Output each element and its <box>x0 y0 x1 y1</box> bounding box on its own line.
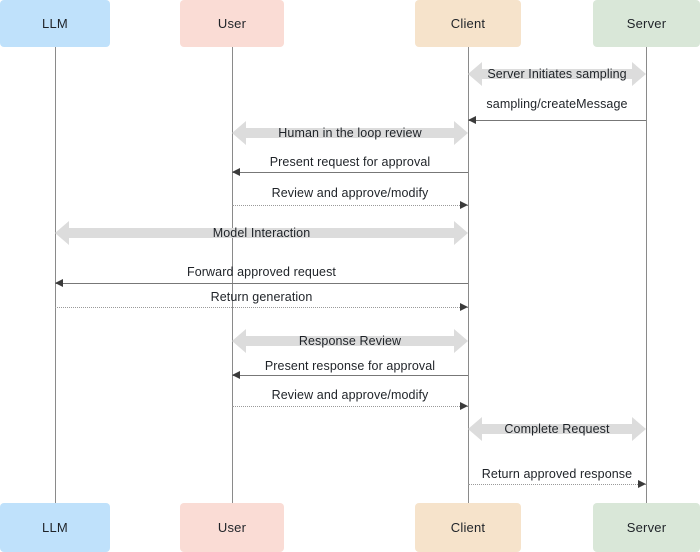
message-arrowhead-6 <box>55 279 63 287</box>
actor-box-user-bottom[interactable]: User <box>180 503 284 552</box>
actor-label-server: Server <box>626 16 667 31</box>
message-label-7: Return generation <box>210 290 313 304</box>
message-label-6: Forward approved request <box>186 265 337 279</box>
actor-box-llm-bottom[interactable]: LLM <box>0 503 110 552</box>
actor-box-client-bottom[interactable]: Client <box>415 503 521 552</box>
message-line-12 <box>468 484 646 485</box>
banner-11: Complete Request <box>468 417 646 441</box>
lifeline-server <box>646 47 647 503</box>
banner-8: Response Review <box>232 329 468 353</box>
message-label-12: Return approved response <box>481 467 633 481</box>
actor-box-user-top[interactable]: User <box>180 0 284 47</box>
banner-label-11: Complete Request <box>504 422 610 436</box>
message-line-1 <box>468 120 646 121</box>
actor-label-client: Client <box>450 16 486 31</box>
banner-5: Model Interaction <box>55 221 468 245</box>
lifeline-user <box>232 47 233 503</box>
message-line-9 <box>232 375 468 376</box>
actor-box-server-bottom[interactable]: Server <box>593 503 700 552</box>
banner-label-5: Model Interaction <box>212 226 311 240</box>
banner-arrow-icon <box>468 417 646 441</box>
message-arrowhead-4 <box>460 201 468 209</box>
actor-box-server-top[interactable]: Server <box>593 0 700 47</box>
actor-label-llm: LLM <box>42 16 68 31</box>
banner-arrow-icon <box>55 221 468 245</box>
message-arrowhead-3 <box>232 168 240 176</box>
banner-arrow-icon <box>232 121 468 145</box>
banner-arrow-icon <box>232 329 468 353</box>
message-line-4 <box>232 205 468 206</box>
actor-box-client-top[interactable]: Client <box>415 0 521 47</box>
message-line-10 <box>232 406 468 407</box>
message-arrowhead-1 <box>468 116 476 124</box>
actor-box-llm-top[interactable]: LLM <box>0 0 110 47</box>
message-label-4: Review and approve/modify <box>271 186 429 200</box>
message-arrowhead-12 <box>638 480 646 488</box>
banner-arrow-icon <box>468 62 646 86</box>
message-arrowhead-7 <box>460 303 468 311</box>
message-line-6 <box>55 283 468 284</box>
message-arrowhead-10 <box>460 402 468 410</box>
actor-label-llm: LLM <box>42 520 68 535</box>
lifeline-llm <box>55 47 56 503</box>
actor-label-client: Client <box>450 520 486 535</box>
message-label-3: Present request for approval <box>269 155 431 169</box>
lifeline-client <box>468 47 469 503</box>
message-label-10: Review and approve/modify <box>271 388 429 402</box>
message-line-3 <box>232 172 468 173</box>
actor-label-server: Server <box>626 520 667 535</box>
banner-0: Server Initiates sampling <box>468 62 646 86</box>
message-line-7 <box>55 307 468 308</box>
banner-label-8: Response Review <box>298 334 402 348</box>
actor-label-user: User <box>217 16 247 31</box>
message-label-1: sampling/createMessage <box>486 97 628 111</box>
banner-label-2: Human in the loop review <box>278 126 422 140</box>
message-arrowhead-9 <box>232 371 240 379</box>
message-label-9: Present response for approval <box>264 359 436 373</box>
banner-label-0: Server Initiates sampling <box>487 67 627 81</box>
banner-2: Human in the loop review <box>232 121 468 145</box>
actor-label-user: User <box>217 520 247 535</box>
